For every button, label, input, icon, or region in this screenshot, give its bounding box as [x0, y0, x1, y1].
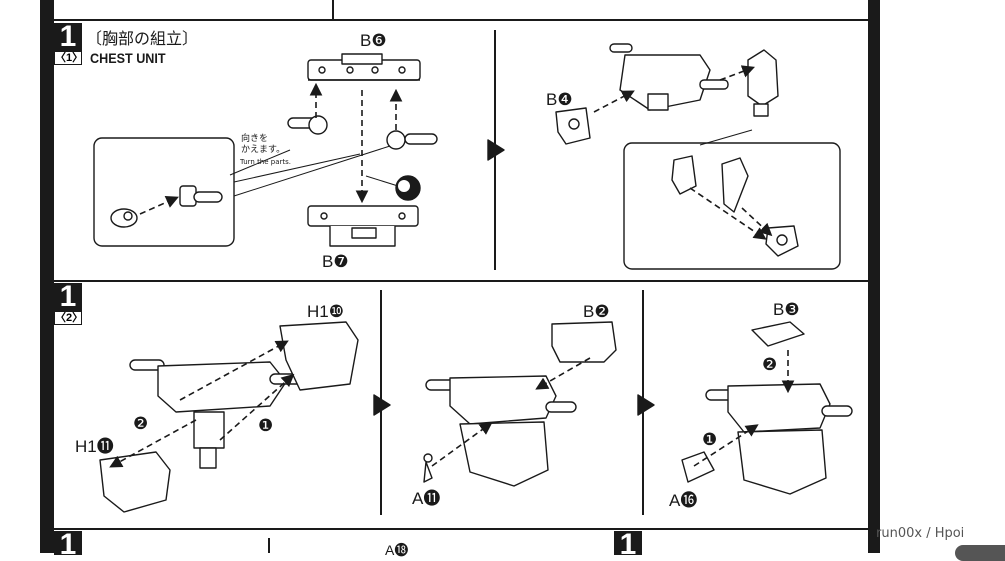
part-h1-10 [279, 321, 359, 391]
part-chest-assembly [129, 359, 311, 469]
part-peg-left [287, 115, 328, 135]
divider [54, 280, 868, 282]
part-label-h1-10: H1❿ [307, 302, 344, 321]
part-h1-11 [99, 451, 171, 513]
part-b5 [721, 157, 749, 213]
sub-step-number: 〈1〉 [54, 51, 84, 65]
step-number: 1 [54, 22, 82, 52]
order-marker: ❶ [702, 430, 718, 449]
part-d9 [179, 185, 223, 207]
part-c14 [765, 225, 799, 257]
part-label-h1-11: H1⓫ [75, 437, 114, 456]
order-marker: ❷ [762, 355, 778, 374]
page-right-border [868, 0, 880, 553]
step-number: 1 [614, 530, 642, 560]
part-b7 [307, 205, 419, 247]
divider [54, 528, 868, 530]
part-d10 [110, 208, 138, 228]
part-chest-frame [609, 43, 729, 111]
order-marker: ❷ [133, 414, 149, 433]
sub-step-number: 〈2〉 [54, 311, 84, 325]
divider [268, 538, 270, 553]
step-title-en: CHEST UNIT [90, 50, 166, 66]
turn-note-jp: 向きを かえます。 [241, 134, 286, 155]
divider [54, 19, 868, 21]
part-label-b7: B❼ [322, 252, 349, 271]
order-marker: ❶ [258, 416, 274, 435]
part-label-b4: B❹ [546, 90, 573, 109]
part-b2 [551, 321, 617, 363]
turn-note-en: Turn the parts. [240, 158, 292, 166]
part-chest-assembly-right [705, 383, 853, 495]
step-title-jp: 〔胸部の組立〕 [86, 29, 199, 48]
part-label-b6: B❻ [360, 31, 387, 50]
part-b3 [751, 321, 805, 347]
step-number: 1 [54, 530, 82, 560]
step-number: 1 [54, 282, 82, 312]
part-b5-top [747, 49, 779, 117]
part-label-a11: A⓫ [412, 489, 441, 508]
part-chest-assembly-mid [425, 375, 577, 487]
part-peg-right [386, 130, 438, 150]
part-label-b2: B❷ [583, 302, 610, 321]
watermark: run00x / Hpoi [876, 526, 965, 541]
part-a16 [681, 451, 715, 483]
part-a11 [423, 453, 433, 483]
part-b6 [307, 53, 421, 81]
part-label-b3: B❸ [773, 300, 800, 319]
part-label-a16: A⓰ [669, 491, 698, 510]
page-left-border [40, 0, 54, 553]
divider [332, 0, 334, 20]
part-b4 [555, 107, 591, 145]
part-c15 [671, 155, 697, 195]
instruction-page [40, 0, 880, 553]
